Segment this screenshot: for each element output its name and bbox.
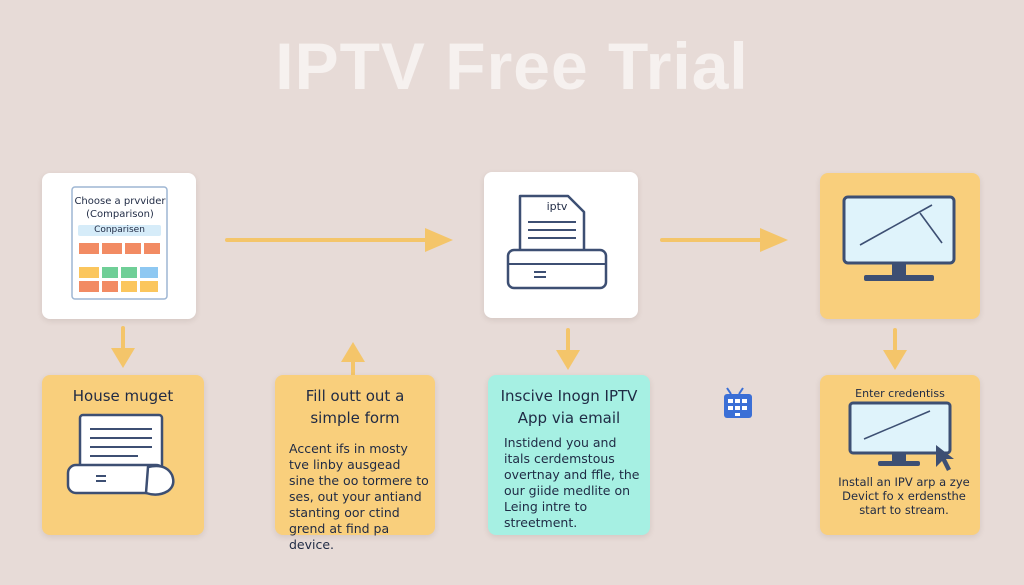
step-card-receive-login: Inscive Inogn IPTV App via email Instide… (488, 375, 650, 535)
monitor-cursor-icon (848, 401, 954, 471)
diagram-title: IPTV Free Trial (275, 29, 749, 103)
arrow-right-1 (225, 228, 453, 252)
step-card-choose-provider: Choose a prvvider (Comparison) Conparise… (42, 173, 196, 319)
step-title-enter-credentials: Enter credentiss (855, 387, 945, 400)
step-card-monitor (820, 173, 980, 319)
tv-remote-icon (724, 387, 752, 418)
arrow-right-2 (660, 228, 788, 252)
iptv-document-icon (506, 194, 608, 290)
step-card-house-muget: House muget (42, 375, 204, 535)
step-card-enter-credentials: Enter credentiss Install an IPV arp a zy… (820, 375, 980, 535)
step-title-house-muget: House muget (72, 387, 174, 405)
step-body-fill-form: Accent ifs in mosty tve linby ausgead si… (289, 441, 429, 552)
step-card-iptv-document: iptv (484, 172, 638, 318)
step-body-receive-login: Instidend you and itals cerdemstous over… (504, 435, 640, 530)
comparison-table-icon (71, 186, 168, 300)
step-card-fill-form: Fill outt out a simple form Accent ifs i… (275, 375, 435, 552)
arrow-down-1 (111, 326, 135, 368)
comparison-label: Conparisen (94, 225, 145, 235)
form-hand-icon (66, 413, 175, 496)
step-body-enter-credentials: Install an IPV arp a zye Devict fo x erd… (838, 475, 970, 517)
step-title-fill-form: Fill outt out a simple form (305, 387, 405, 427)
arrow-down-3 (556, 328, 580, 370)
arrow-down-4 (883, 328, 907, 370)
step-title-choose-provider: Choose a prvvider (Comparison) (74, 196, 166, 220)
iptv-label: iptv (546, 200, 568, 213)
step-title-receive-login: Inscive Inogn IPTV App via email (500, 387, 638, 427)
monitor-icon (842, 195, 956, 281)
